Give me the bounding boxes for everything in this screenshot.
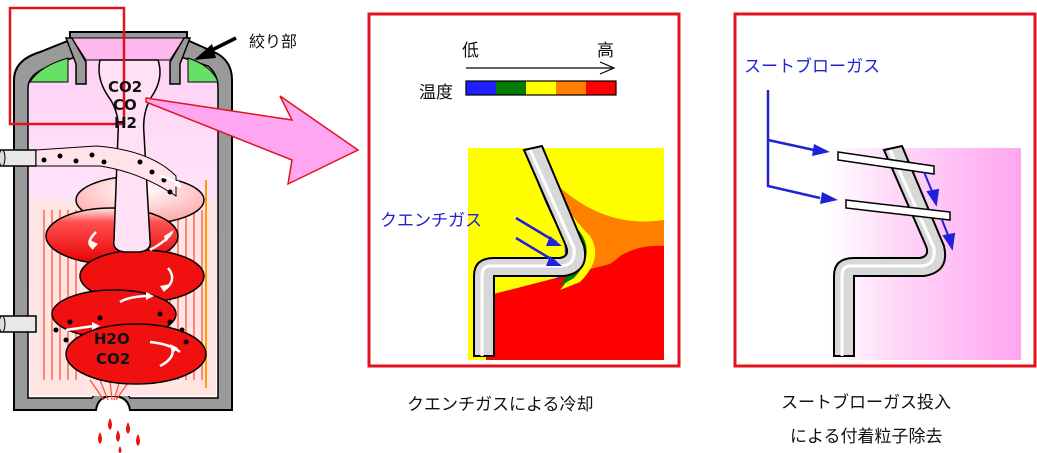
- upper-pipe-end: [0, 149, 6, 167]
- co2-bottom-label: CO2: [96, 350, 131, 368]
- quench-wall: [473, 144, 586, 357]
- throat-highlight-box: [8, 6, 126, 126]
- quench-gas-arrows: [515, 216, 562, 266]
- high-label: 高: [597, 41, 614, 61]
- soot-blow-arrowheads: [812, 144, 838, 204]
- soot-nozzles: [837, 151, 951, 221]
- co2-top-label: CO2: [108, 78, 143, 96]
- throat-top: [71, 37, 185, 61]
- temperature-scale: [465, 80, 617, 96]
- narrowing-label: 絞り部: [249, 32, 298, 51]
- soot-wall: [833, 144, 946, 357]
- temperature-arrow: [466, 61, 616, 75]
- quench-gas-label: クエンチガス: [380, 211, 482, 231]
- soot-blow-gas-label: スートブローガス: [744, 57, 880, 77]
- zone-red-top: [560, 245, 664, 300]
- soot-gas-region: [828, 148, 1021, 360]
- narrowing-pointer-arrow: [194, 36, 237, 60]
- lower-inlet-pipe: [0, 315, 37, 333]
- swirl-band-5: [65, 323, 207, 385]
- co-label: CO: [113, 96, 137, 114]
- feed-particles-lower: [53, 311, 189, 345]
- feed-particles-upper: [41, 152, 173, 195]
- swirl-arrowheads: [90, 180, 182, 354]
- green-pocket-right: [187, 57, 219, 83]
- temperature-label: 温度: [419, 83, 453, 103]
- callout-arrow: [145, 95, 360, 186]
- gasifier-vessel: [0, 31, 233, 453]
- lower-pipe-end: [0, 315, 6, 333]
- h2o-label: H2O: [94, 330, 130, 348]
- soot-caption-line1: スートブローガス投入: [781, 393, 951, 413]
- temperature-swatch: [496, 81, 526, 95]
- temperature-swatch: [466, 81, 496, 95]
- temperature-swatch: [586, 81, 616, 95]
- deposit-removal-arrows: [923, 171, 956, 251]
- upper-feed-stream: [35, 145, 177, 197]
- low-label: 低: [462, 41, 479, 61]
- quench-caption: クエンチガスによる冷却: [407, 395, 594, 415]
- slag-droplets: [98, 418, 140, 453]
- temperature-swatch: [526, 81, 556, 95]
- soot-caption-line2: による付着粒子除去: [790, 427, 943, 447]
- h2-label: H2: [114, 114, 137, 132]
- temperature-swatch: [556, 81, 586, 95]
- temperature-scale-border: [465, 80, 617, 96]
- green-pocket-left: [29, 57, 69, 83]
- soot-blow-lines: [766, 90, 821, 200]
